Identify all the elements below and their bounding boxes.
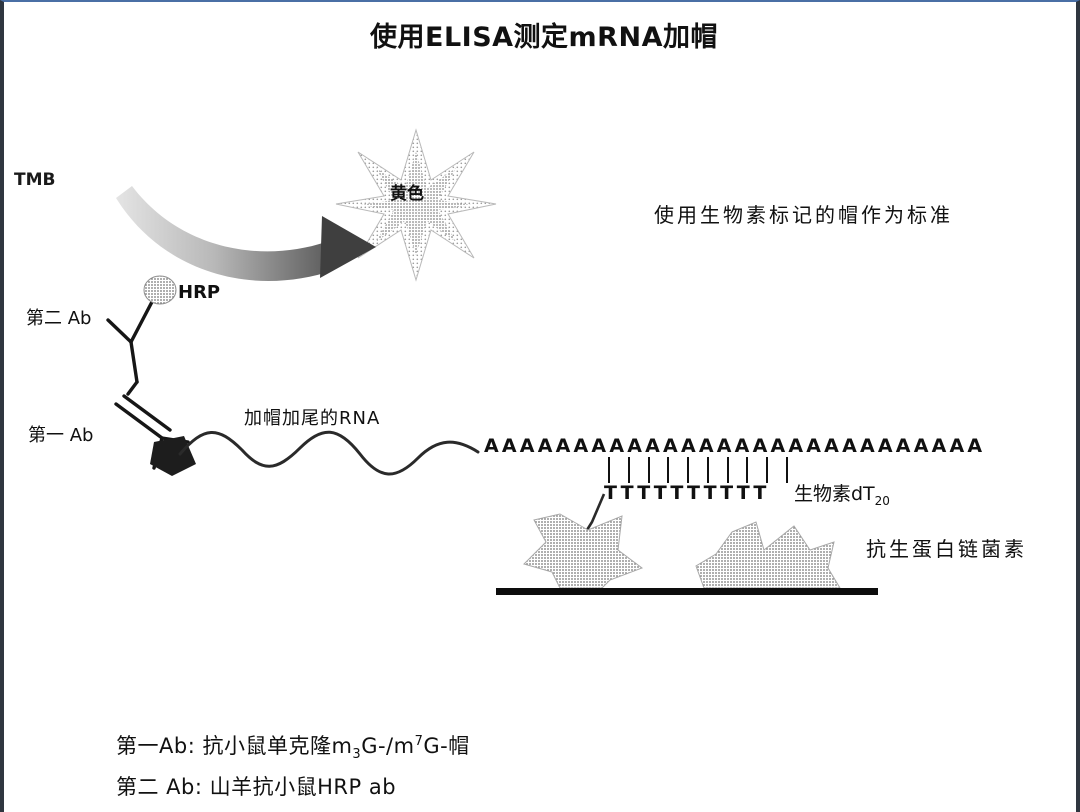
legend-primary-sub1: 3 xyxy=(352,747,362,763)
legend-line-secondary-ab: 第二 Ab: 山羊抗小鼠HRP ab xyxy=(116,775,397,800)
poly-a-sequence: AAAAAAAAAAAAAAAAAAAAAAAAAAAA xyxy=(484,435,986,457)
microplate-surface xyxy=(496,588,878,595)
base-pair-bonds xyxy=(608,457,788,485)
streptavidin-icon xyxy=(523,513,644,589)
legend: 第一Ab: 抗小鼠单克隆m3G-/m7G-帽 第二 Ab: 山羊抗小鼠HRP a… xyxy=(116,730,470,810)
streptavidin-icon xyxy=(695,521,841,589)
starburst-icon xyxy=(335,128,497,282)
hrp-label: HRP xyxy=(178,282,221,303)
legend-primary-sup1: 7 xyxy=(414,734,424,749)
poly-t-sequence: TTTTTTTTTT xyxy=(604,482,770,504)
biotin-dt-text: 生物素dT xyxy=(794,483,875,505)
legend-primary-prefix: 第一Ab: 抗小鼠单克隆m xyxy=(116,734,353,758)
streptavidin-label: 抗生蛋白链菌素 xyxy=(866,537,1027,561)
biotin-dt-label: 生物素dT20 xyxy=(794,485,890,507)
diagram-graphics xyxy=(106,128,841,589)
legend-line-primary-ab: 第一Ab: 抗小鼠单克隆m3G-/m7G-帽 xyxy=(116,730,470,762)
rna-strand-icon xyxy=(178,430,480,476)
tmb-label: TMB xyxy=(14,170,56,190)
cap-structure-icon xyxy=(150,436,196,476)
biotin-dt-subscript: 20 xyxy=(874,493,890,508)
primary-antibody-label: 第一 Ab xyxy=(28,425,94,446)
page-title: 使用ELISA测定mRNA加帽 xyxy=(370,22,718,53)
hrp-enzyme-icon xyxy=(143,275,177,305)
secondary-antibody-label: 第二 Ab xyxy=(26,308,92,329)
reaction-arrow-icon xyxy=(116,186,376,281)
standard-note-label: 使用生物素标记的帽作为标准 xyxy=(654,203,953,227)
rna-label: 加帽加尾的RNA xyxy=(244,408,381,429)
legend-primary-suffix: G-帽 xyxy=(423,734,470,758)
biotin-linker-icon xyxy=(580,493,606,539)
secondary-antibody-icon xyxy=(106,296,156,396)
primary-antibody-icon xyxy=(114,394,190,470)
legend-primary-mid: G-/m xyxy=(361,734,415,758)
yellow-product-label: 黄色 xyxy=(390,184,424,204)
